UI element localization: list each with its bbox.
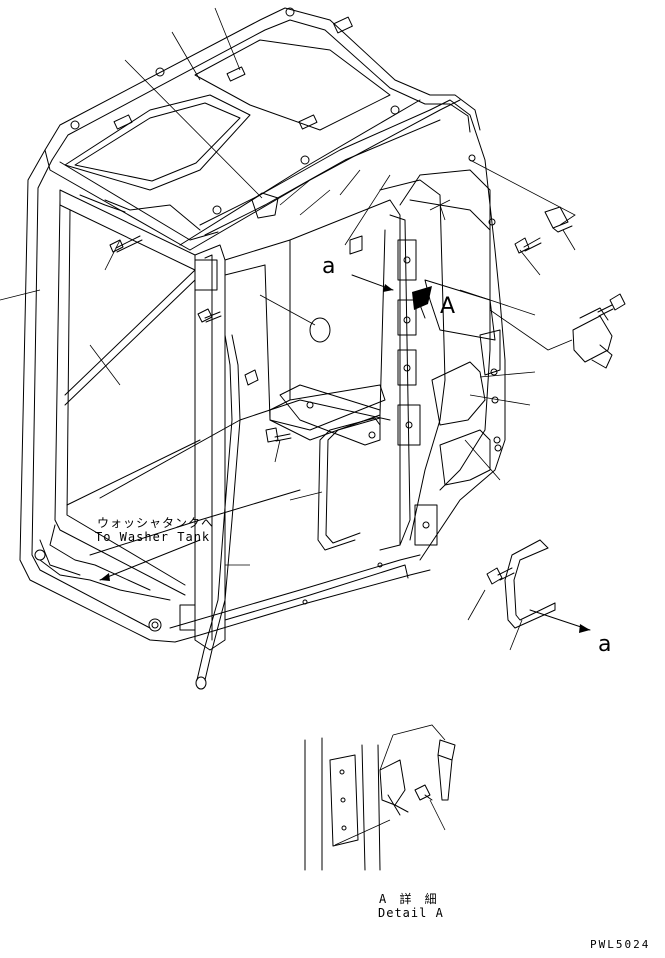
bolt-1 — [109, 235, 143, 253]
cab-roof-frame — [44, 7, 481, 251]
washer-tank-label-jp: ウォッシャタンクへ — [97, 516, 215, 530]
cab-rear-panel — [224, 199, 401, 551]
cab-floor-frame — [89, 399, 431, 643]
bolt-2 — [197, 308, 222, 323]
drawing-number: PWL5024 — [590, 938, 651, 951]
cab-right-frame — [379, 99, 506, 561]
arrow-washer — [99, 539, 201, 581]
reference-A: A — [440, 294, 456, 319]
arrow-a-upper — [351, 274, 394, 292]
bolt-4 — [514, 237, 542, 254]
clip-right — [544, 206, 573, 233]
wiring — [39, 194, 201, 601]
handle-loose — [504, 539, 556, 629]
detail-a-caption-jp: A 詳 細 — [379, 892, 440, 906]
leader-lines — [0, 7, 576, 651]
reference-a-upper: a — [322, 254, 336, 279]
arrow-a-lower — [529, 609, 591, 633]
bolt-5 — [597, 293, 626, 317]
washer-hose — [195, 334, 241, 690]
bolt-6 — [244, 369, 259, 386]
reference-a-lower: a — [598, 632, 612, 657]
detail-a — [304, 724, 456, 871]
detail-a-caption-en: Detail A — [378, 906, 444, 920]
bolt-handle — [486, 567, 515, 585]
washer-tank-label-en: To Washer Tank — [95, 530, 211, 544]
grab-handle — [317, 417, 381, 551]
bracket-switch — [572, 307, 613, 369]
bolt-3 — [265, 427, 292, 443]
